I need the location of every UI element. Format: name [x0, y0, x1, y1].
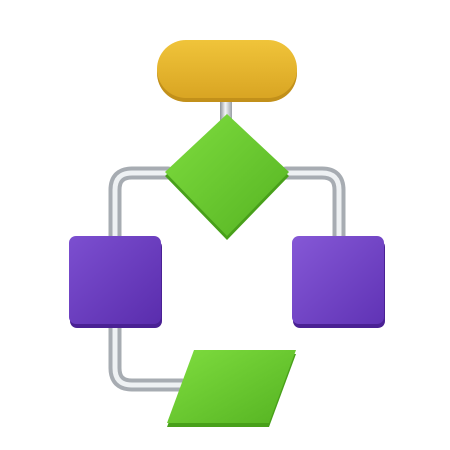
- process-box-left: [69, 236, 162, 328]
- connector-left-upper: [108, 166, 175, 245]
- connector-right-upper: [279, 166, 346, 245]
- process-box-right: [292, 236, 385, 328]
- terminal-pill: [157, 40, 297, 102]
- connector-left-lower: [108, 318, 189, 392]
- connector-pipes: [108, 98, 346, 392]
- decision-diamond: [165, 114, 289, 240]
- io-parallelogram: [167, 350, 296, 427]
